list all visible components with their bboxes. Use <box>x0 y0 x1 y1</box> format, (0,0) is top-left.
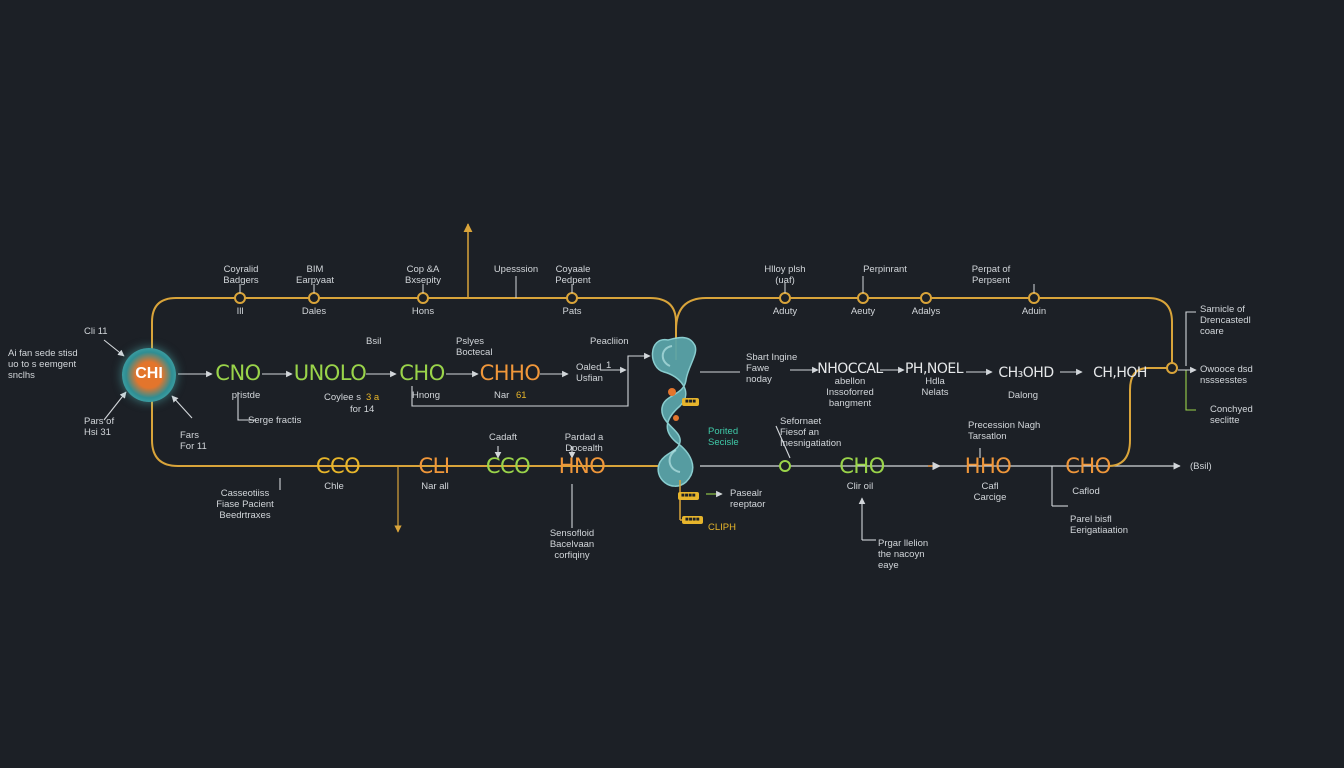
top-node <box>920 292 932 304</box>
protein-tag-3: ■■■■ <box>682 516 703 524</box>
top-label-6: Hlloy plsh (uaf) <box>764 264 806 286</box>
top-label-2: BIM Earpyaat <box>295 264 335 286</box>
top-sublabel-7: Adalys <box>911 306 941 317</box>
right-node <box>1166 362 1178 374</box>
note-owooe: Owooce dsd nsssesstes <box>1200 364 1253 386</box>
top-node <box>1028 292 1040 304</box>
note-ch: Cli 11 <box>84 326 108 337</box>
note-conchyed: Conchyed seclitte <box>1210 404 1253 426</box>
top-label-3: Cop &A Bxsepity <box>405 264 441 286</box>
note-pslyes: Pslyes Boctecal <box>456 336 493 358</box>
note-nar: Nar <box>494 390 510 401</box>
note-caseotions: Casseotiiss Fiase Pacient Beedrtraxes <box>216 488 274 521</box>
note-fars: Fars For 11 <box>180 430 207 452</box>
note-nhoccal-sub: abellon Inssoforred bangment <box>826 376 874 409</box>
compound-cho-right: CHO <box>839 454 885 478</box>
compound-cco-2: CCO <box>485 454 531 478</box>
note-chph: CLIPH <box>708 522 736 533</box>
compound-cco-1: CCO <box>315 454 361 478</box>
hub-label: CHI <box>135 365 163 382</box>
top-node <box>566 292 578 304</box>
top-label-5: Coyaale Pedpent <box>555 264 591 286</box>
top-label-7: Perpinrant <box>863 264 907 275</box>
top-label-8: Perpat of Perpsent <box>971 264 1011 286</box>
top-sublabel-8: Aduin <box>1021 306 1047 317</box>
note-oaled: Oaled Usfian <box>576 362 603 384</box>
note-end: (Bsil) <box>1190 461 1212 472</box>
compound-phnoel: PH,NOEL <box>904 361 964 377</box>
right-return <box>1107 367 1172 467</box>
note-sbart: Sbart Ingine Fawe noday <box>746 352 798 385</box>
top-sublabel-6: Aeuty <box>850 306 876 317</box>
note-cadafh: Cadaft <box>489 432 517 443</box>
top-node <box>857 292 869 304</box>
note-bail: Bsil <box>366 336 382 347</box>
protein-tag-1: ■■■ <box>682 398 699 406</box>
note-pardadt: Pardad a Docealth <box>564 432 604 454</box>
note-precession: Precession Nagh Tarsatlon <box>968 420 1041 442</box>
note-nar-num: 61 <box>516 390 527 401</box>
compound-cho-far: CHO <box>1065 454 1111 478</box>
top-nodes <box>234 292 1178 374</box>
compound-hho: HHO <box>964 454 1012 478</box>
bottom-rail-left <box>151 439 658 467</box>
note-chle: Chle <box>324 481 344 492</box>
note-pordted: Porited Secisle <box>708 426 739 448</box>
note-prassalr: Pasealr reeptaor <box>730 488 766 510</box>
compound-cho: CHO <box>399 361 445 385</box>
note-cail: Cafl Carcige <box>973 481 1007 503</box>
compound-cli: CLI <box>418 454 450 478</box>
top-node <box>417 292 429 304</box>
compound-unolo: UNOLO <box>293 361 367 385</box>
compound-nhoccal: NHOCCAL <box>817 361 883 377</box>
top-node <box>779 292 791 304</box>
note-pars: Pars of Hsi 31 <box>84 416 115 438</box>
note-nar-all: Nar all <box>421 481 449 492</box>
note-coylee: Coylee s <box>324 392 361 403</box>
compound-hno: HNO <box>558 454 606 478</box>
top-sublabel-2: Dales <box>301 306 327 317</box>
note-for: for 14 <box>350 404 375 415</box>
note-phnoel-sub: Hdla Nelats <box>921 376 949 398</box>
note-serge: Serge fractis <box>248 415 302 426</box>
note-prgar: Prgar llelion the nacoyn eaye <box>878 538 929 571</box>
top-node <box>308 292 320 304</box>
top-node <box>234 292 246 304</box>
compound-ch3ohd: CH₃OHD <box>998 365 1054 381</box>
top-label-1: Coyralid Badgers <box>223 264 259 286</box>
bottom-node <box>779 460 791 472</box>
central-hub: CHI <box>122 348 176 402</box>
protein-tag-2: ■■■■ <box>678 492 699 500</box>
note-sefornant: Sefornaet Fiesof an Inesnigatiation <box>780 416 842 449</box>
top-sublabel-5: Aduty <box>772 306 798 317</box>
note-pealion: Peacliion <box>590 336 629 347</box>
top-rail-left <box>151 297 677 440</box>
note-clirol: Clir oil <box>846 481 874 492</box>
compound-chhoh: CH,HOH <box>1093 365 1147 381</box>
note-sarnicle: Sarnicle of Drencastedl coare <box>1200 304 1251 337</box>
note-caflad: Caflod <box>1072 486 1100 497</box>
compound-cno: CNO <box>215 361 261 385</box>
top-rail-right <box>675 297 1173 368</box>
note-pristde: pristde <box>231 390 261 401</box>
protein-structure <box>651 336 700 521</box>
note-parel: Parel bisfl Eerigatiaation <box>1070 514 1129 536</box>
note-coylee-num: 3 a <box>366 392 380 403</box>
note-top-left: Ai fan sede stisd uo to s eemgent snclhs <box>8 348 78 381</box>
compound-chho: CHHO <box>479 361 541 385</box>
note-ch3ohd-sub: Dalong <box>1007 390 1039 401</box>
top-sublabel-4: Pats <box>562 306 582 317</box>
top-label-4: Upesssion <box>493 264 539 275</box>
note-pealion-small: 1 <box>606 360 612 371</box>
top-sublabel-1: Ill <box>236 306 244 317</box>
note-sensolled: Sensofloid Bacelvaan corfiqiny <box>549 528 595 561</box>
note-hnong: Hnong <box>412 390 440 401</box>
top-sublabel-3: Hons <box>411 306 435 317</box>
